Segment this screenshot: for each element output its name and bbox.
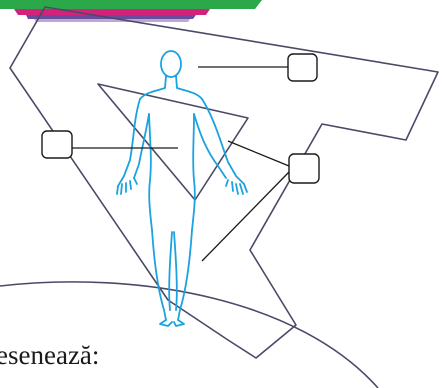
- answer-boxes: [42, 54, 319, 183]
- torso-label-box[interactable]: [42, 131, 72, 158]
- top-stripes: [0, 0, 262, 22]
- hand-connector-upper: [228, 141, 289, 166]
- hand-label-box[interactable]: [289, 154, 319, 183]
- stripe-light: [34, 19, 190, 22]
- background-outline-shape: [10, 7, 438, 358]
- circle-arc-outline: [0, 282, 378, 388]
- stripe-green: [0, 0, 262, 9]
- head-label-box[interactable]: [288, 54, 317, 81]
- connector-lines: [72, 67, 289, 261]
- text-line-1: esenează:: [0, 340, 99, 370]
- hand-connector-lower: [202, 172, 289, 261]
